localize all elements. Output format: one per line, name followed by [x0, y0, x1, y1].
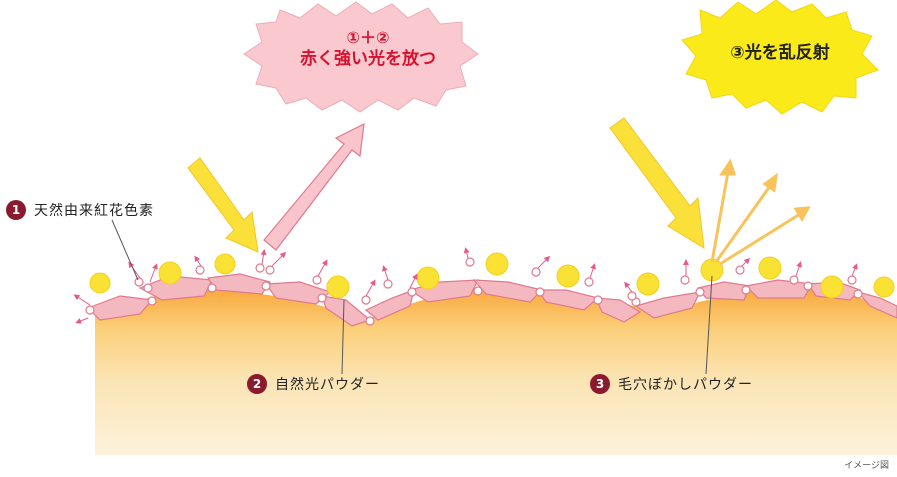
pink-particle [364, 289, 415, 321]
red-burst-line1: ①＋② [346, 28, 390, 47]
label-item2: 2 自然光パウダー [247, 374, 380, 394]
yellow-burst-label: ③光を乱反射 [730, 43, 830, 63]
label-item3: 3 毛穴ぼかしパウダー [590, 374, 753, 394]
pink-particle [321, 295, 372, 327]
pink-particle [472, 279, 544, 303]
pink-particle [856, 290, 897, 319]
label-item1: 1 天然由来紅花色素 [6, 200, 154, 220]
image-note: イメージ図 [844, 461, 889, 471]
reflected-red-arrow [263, 122, 365, 251]
pink-particle [536, 289, 600, 311]
number-badge-1: 1 [6, 200, 26, 220]
number-badge-2: 2 [247, 374, 267, 394]
pink-particle [86, 295, 154, 321]
yellow-particle-layer [89, 252, 895, 299]
pink-particle [744, 279, 813, 299]
incoming-arrow-right [609, 117, 705, 249]
red-burst-shape [243, 1, 479, 113]
scatter-arrows [710, 158, 811, 266]
red-burst-text: ①＋② 赤く強い光を放つ [268, 28, 468, 70]
label-text-1: 天然由来紅花色素 [34, 203, 154, 219]
skin-layer [95, 286, 897, 455]
pink-particle [595, 297, 642, 323]
yellow-burst-text: ③光を乱反射 [690, 38, 870, 63]
red-burst-line2: 赤く強い光を放つ [300, 49, 436, 69]
leader-lines [111, 219, 713, 375]
emission-arrows [73, 247, 858, 324]
incoming-light-arrows [187, 117, 705, 253]
bubble-layer [85, 257, 863, 326]
pink-particle [634, 291, 702, 319]
number-badge-3: 3 [590, 374, 610, 394]
label-text-3: 毛穴ぼかしパウダー [618, 377, 753, 393]
incoming-arrow-left [187, 157, 259, 253]
yellow-burst-shape [681, 0, 879, 115]
label-text-2: 自然光パウダー [275, 377, 380, 393]
pink-particle-layer [86, 273, 897, 327]
